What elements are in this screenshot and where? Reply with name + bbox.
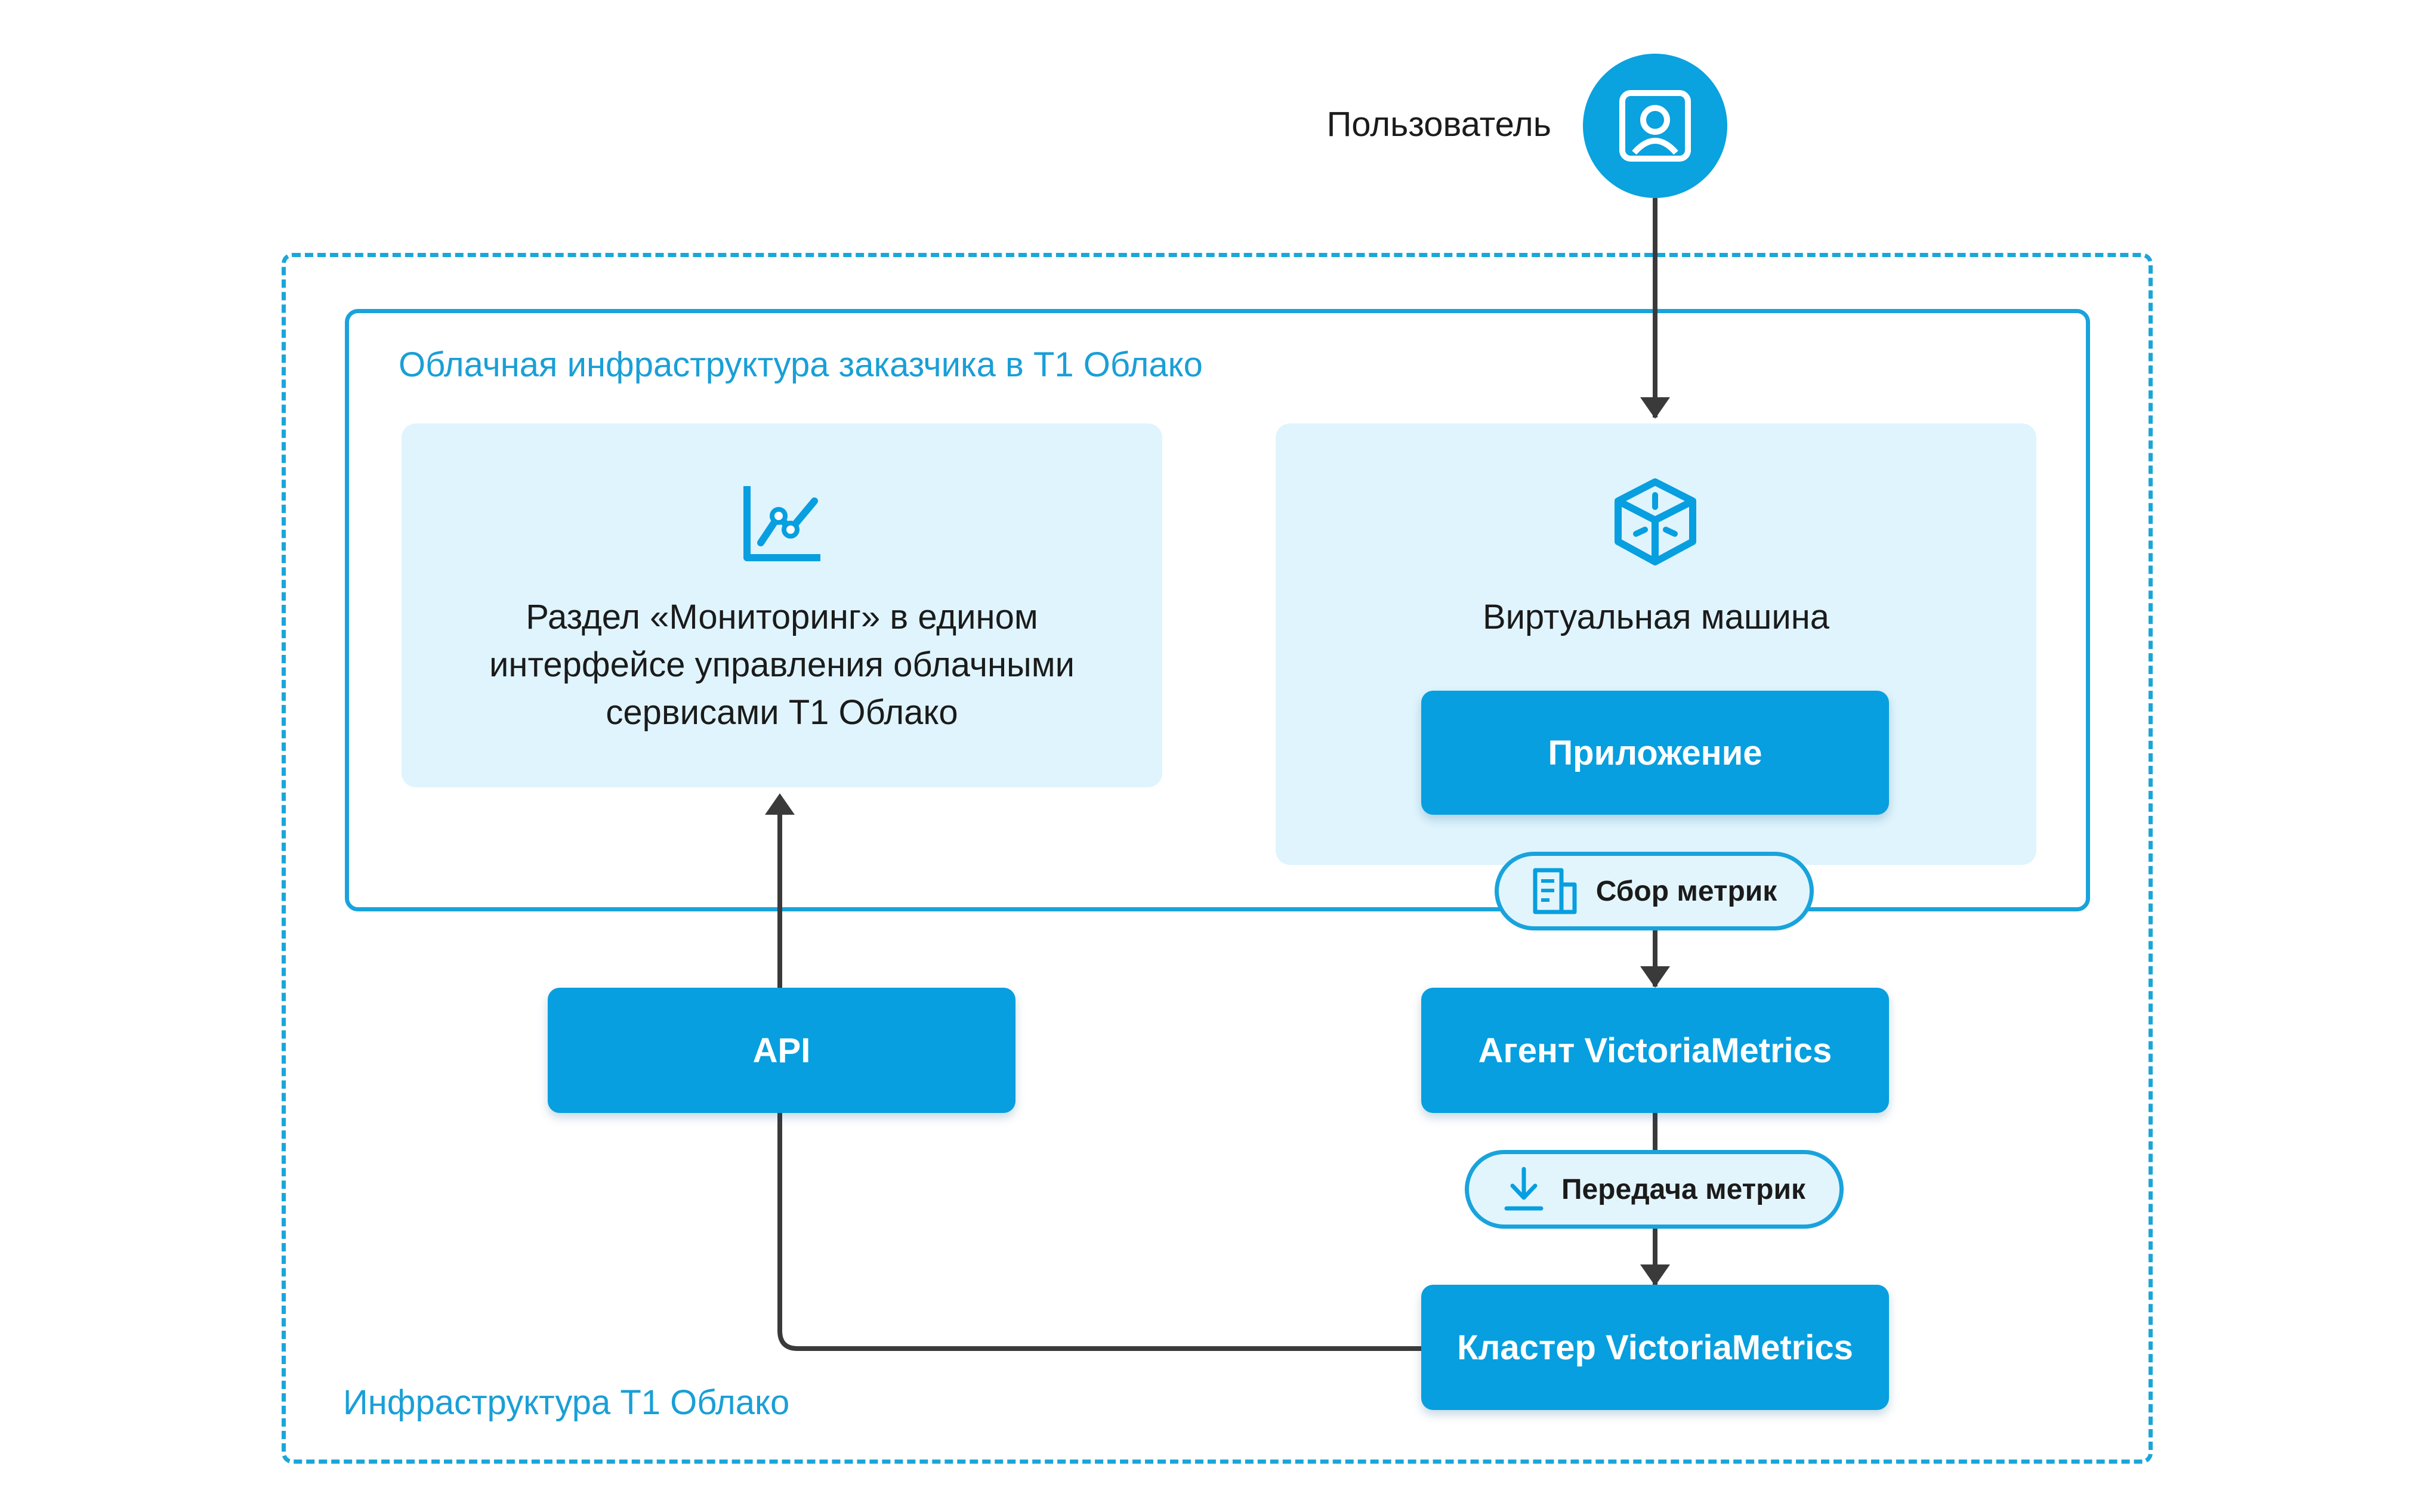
zone-customer-infrastructure [345,309,2090,911]
transfer-metrics-pill: Передача метрик [1465,1150,1844,1229]
vm-label: Виртуальная машина [1482,598,1830,636]
arrowhead-cluster [1640,1264,1670,1286]
user-label: Пользователь [1326,105,1551,144]
line-chart-icon [743,486,820,561]
arrow-cluster-to-monitoring [777,797,1421,1351]
monitoring-panel [402,423,1162,787]
collect-metrics-pill: Сбор метрик [1495,852,1814,930]
monitoring-line-3: сервисами Т1 Облако [606,693,958,732]
agent-box: Агент VictoriaMetrics [1421,988,1889,1113]
monitoring-line-1: Раздел «Мониторинг» в едином [526,598,1038,636]
arrowhead-monitoring [765,793,795,815]
user-node [1583,54,1727,198]
collect-metrics-label: Сбор метрик [1595,875,1777,907]
arrowhead-vm [1640,397,1670,419]
download-icon [1504,1167,1544,1211]
zone-t1-infrastructure [282,253,2153,1464]
cube-icon [1615,478,1696,565]
arrowhead-agent [1640,966,1670,988]
zone-t1-infrastructure-label: Инфраструктура Т1 Облако [343,1383,790,1422]
monitoring-line-2: интерфейсе управления облачными [489,645,1075,684]
monitoring-panel-text: Раздел «Мониторинг» в едином интерфейсе … [402,593,1162,737]
transfer-metrics-label: Передача метрик [1561,1173,1805,1205]
zone-customer-infrastructure-label: Облачная инфраструктура заказчика в Т1 О… [399,345,1203,384]
document-icon [1533,868,1577,914]
app-box: Приложение [1421,691,1889,815]
user-icon [1619,90,1691,162]
cluster-box: Кластер VictoriaMetrics [1421,1285,1889,1410]
api-box: API [548,988,1015,1113]
